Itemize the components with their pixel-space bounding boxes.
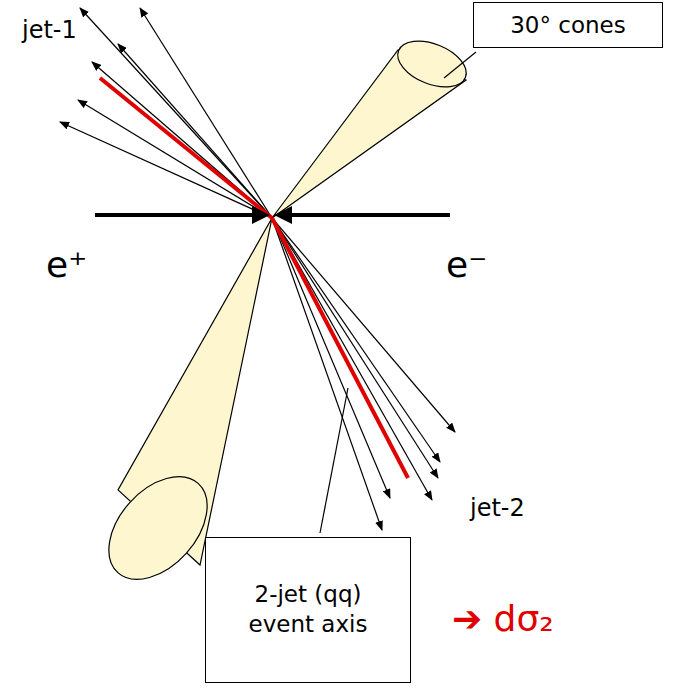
text-label: e⁻ xyxy=(446,244,487,285)
box-text: 30° cones xyxy=(510,12,626,38)
callout-box: 30° cones xyxy=(473,2,663,48)
leader-line xyxy=(320,388,348,533)
box-text: 2-jet (qq) event axis xyxy=(228,580,388,640)
callout-box: 2-jet (qq) event axis xyxy=(205,537,411,683)
cone xyxy=(272,32,473,218)
text-label: e⁺ xyxy=(46,244,87,285)
particle-tracks xyxy=(272,218,455,530)
leader-line xyxy=(444,52,476,78)
particle-tracks xyxy=(60,8,272,218)
beam-arrow xyxy=(95,206,270,224)
text-label: jet-2 xyxy=(470,494,525,522)
beam-arrow xyxy=(274,206,450,224)
text-label: jet-1 xyxy=(22,16,77,44)
text-label: ➔ dσ₂ xyxy=(452,598,554,639)
event-axis xyxy=(100,78,408,478)
